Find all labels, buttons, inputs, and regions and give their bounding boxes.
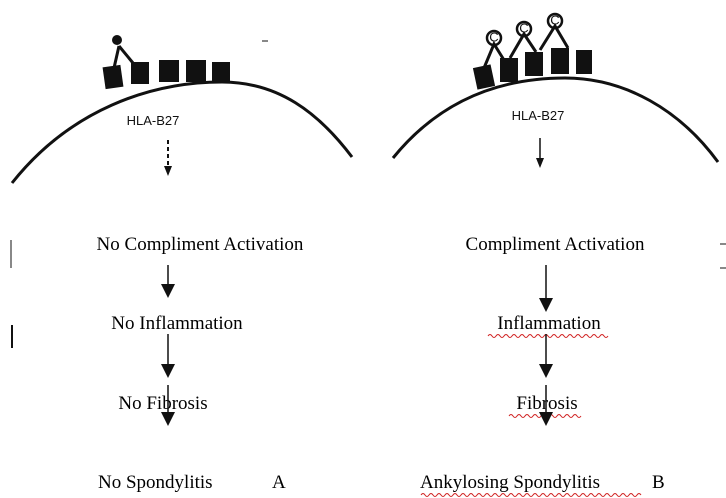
receptor-block [551, 48, 569, 74]
solid-arrow-b [536, 138, 544, 168]
hla-receptor-blocks-b [472, 48, 592, 90]
receptor-block [102, 64, 124, 90]
complement-marker-text: C [550, 13, 559, 28]
outcome-a: No Spondylitis [98, 472, 213, 493]
cell-label-b: HLA-B27 [512, 108, 565, 123]
panel-letter-b: B [652, 472, 665, 493]
step-a-3: No Fibrosis [118, 393, 207, 414]
hla-receptor-blocks-a [102, 60, 230, 90]
cell-membrane-a [10, 80, 354, 184]
panel-a: HLA-B27 No Compliment Activation No Infl… [10, 35, 354, 493]
panel-letter-a: A [272, 472, 286, 493]
receptor-block [472, 64, 496, 90]
receptor-block [525, 52, 543, 76]
cell-label-a: HLA-B27 [127, 113, 180, 128]
receptor-block [576, 50, 592, 74]
arrow-a-3 [161, 385, 175, 426]
step-a-2: No Inflammation [111, 313, 243, 334]
receptor-block [186, 60, 206, 82]
antibody-icon-a [112, 35, 135, 69]
receptor-block [131, 62, 149, 84]
receptor-block [212, 62, 230, 83]
panel-b: C C C HLA-B27 Compliment Activation Infl… [391, 13, 720, 497]
complement-icon-2: C [515, 21, 533, 38]
step-b-3: Fibrosis [516, 393, 577, 414]
spellcheck-underline [487, 334, 609, 338]
receptor-block [159, 60, 179, 82]
dashed-arrow-a [164, 140, 172, 176]
arrow-b-3 [539, 385, 553, 426]
complement-icon-1: C [485, 30, 503, 47]
arrow-b-2 [539, 334, 553, 378]
arrow-a-1 [161, 265, 175, 298]
scan-artifacts [10, 40, 726, 348]
spellcheck-underline [420, 493, 642, 497]
complement-icon-3: C [546, 13, 564, 30]
receptor-block [500, 58, 518, 82]
complement-marker-text: C [519, 21, 528, 36]
step-a-1: No Compliment Activation [97, 234, 304, 255]
outcome-b: Ankylosing Spondylitis [420, 472, 600, 493]
arrow-a-2 [161, 334, 175, 378]
step-b-1: Compliment Activation [466, 234, 645, 255]
cell-membrane-b [391, 76, 720, 163]
complement-marker-text: C [489, 30, 498, 45]
arrow-b-1 [539, 265, 553, 312]
step-b-2: Inflammation [497, 313, 601, 334]
